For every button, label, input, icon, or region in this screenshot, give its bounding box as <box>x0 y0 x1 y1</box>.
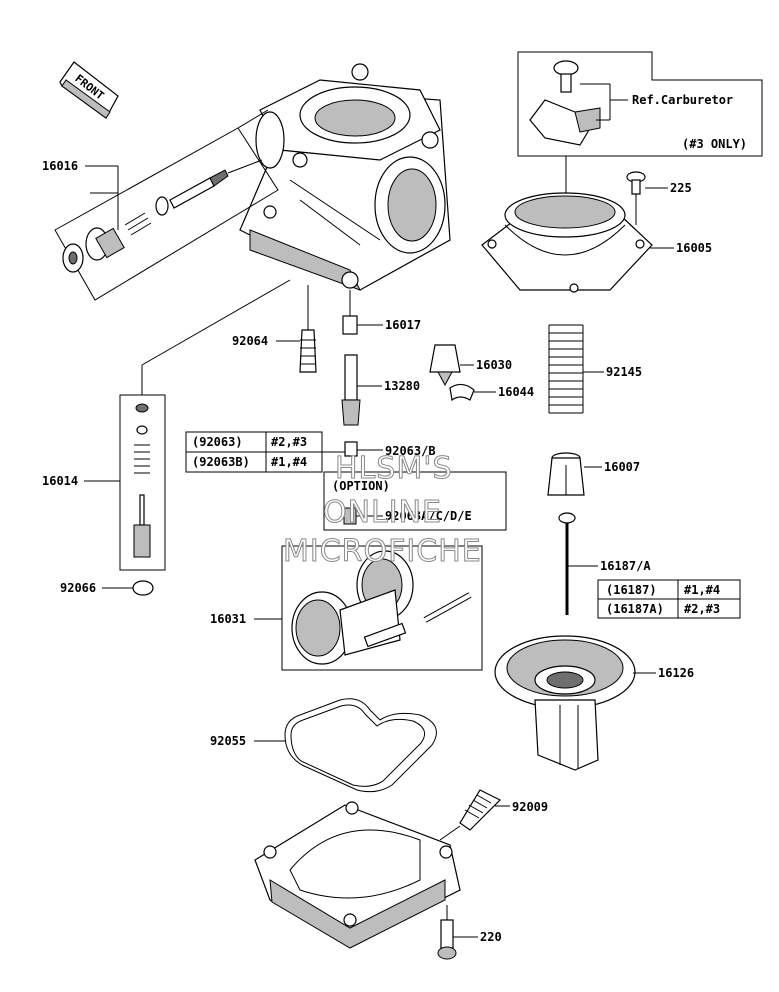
part-92009-shape <box>459 789 502 831</box>
label-92063a: 92063A/C/D/E <box>385 509 472 523</box>
group-16016 <box>54 127 279 301</box>
table-16187-cell: (16187A) <box>606 602 664 616</box>
part-16017-shape <box>342 315 358 335</box>
part-16044-shape <box>449 383 475 402</box>
label-16031: 16031 <box>210 612 246 626</box>
watermark-line: ONLINE <box>323 495 442 530</box>
label-92064: 92064 <box>232 334 268 348</box>
table-16187-cell: #1,#4 <box>684 583 720 597</box>
table-16187: (16187) #1,#4 (16187A) #2,#3 <box>597 579 741 619</box>
part-16126-shape <box>494 635 636 771</box>
label-16005: 16005 <box>676 241 712 255</box>
group-16031 <box>281 545 483 671</box>
table-16187-cell: (16187) <box>606 583 657 597</box>
label-16126: 16126 <box>658 666 694 680</box>
part-16007-shape <box>547 452 585 496</box>
part-220-shape <box>440 919 454 949</box>
table-16187-cell: #2,#3 <box>684 602 720 616</box>
carburetor-body-illustration <box>239 63 451 291</box>
label-16044: 16044 <box>498 385 534 399</box>
label-92063b: 92063/B <box>385 444 436 458</box>
table-92063-cell: (92063) <box>192 435 243 449</box>
part-92063b-shape <box>344 441 358 457</box>
label-92055: 92055 <box>210 734 246 748</box>
float-bowl-illustration <box>254 801 461 949</box>
label-225: 225 <box>670 181 692 195</box>
label-220: 220 <box>480 930 502 944</box>
table-92063-cell: (92063B) <box>192 455 250 469</box>
label-16187: 16187/A <box>600 559 651 573</box>
label-92145: 92145 <box>606 365 642 379</box>
label-16007: 16007 <box>604 460 640 474</box>
label-16016: 16016 <box>42 159 78 173</box>
watermark: HLSM'S ONLINE MICROFICHE <box>283 451 482 570</box>
ref-carburetor-box: Ref.Carburetor (#3 ONLY) <box>517 51 763 157</box>
part-92145-shape <box>548 324 584 414</box>
watermark-line: MICROFICHE <box>283 534 482 569</box>
table-92063-cell: #1,#4 <box>271 455 307 469</box>
option-box: (OPTION) 92063A/C/D/E <box>323 471 507 531</box>
part-92055-shape <box>284 698 437 793</box>
group-16014 <box>119 394 166 571</box>
label-16030: 16030 <box>476 358 512 372</box>
part-16187-shape <box>558 512 576 615</box>
label-16014: 16014 <box>42 474 78 488</box>
option-label: (OPTION) <box>332 479 390 493</box>
part-92066-shape <box>132 580 154 596</box>
table-92063-cell: #2,#3 <box>271 435 307 449</box>
part-92064-shape <box>299 329 317 373</box>
label-16017: 16017 <box>385 318 421 332</box>
ref-title: Ref.Carburetor <box>632 93 733 107</box>
label-92066: 92066 <box>60 581 96 595</box>
table-92063: (92063) #2,#3 (92063B) #1,#4 <box>185 431 323 473</box>
part-16030-shape <box>429 344 461 373</box>
part-13280-shape <box>344 354 358 401</box>
ref-note: (#3 ONLY) <box>682 137 747 151</box>
label-92009: 92009 <box>512 800 548 814</box>
part-16005-shape <box>481 192 653 293</box>
watermark-line: HLSM'S <box>335 451 453 486</box>
label-13280: 13280 <box>384 379 420 393</box>
front-arrow-icon: FRONT <box>59 61 119 119</box>
